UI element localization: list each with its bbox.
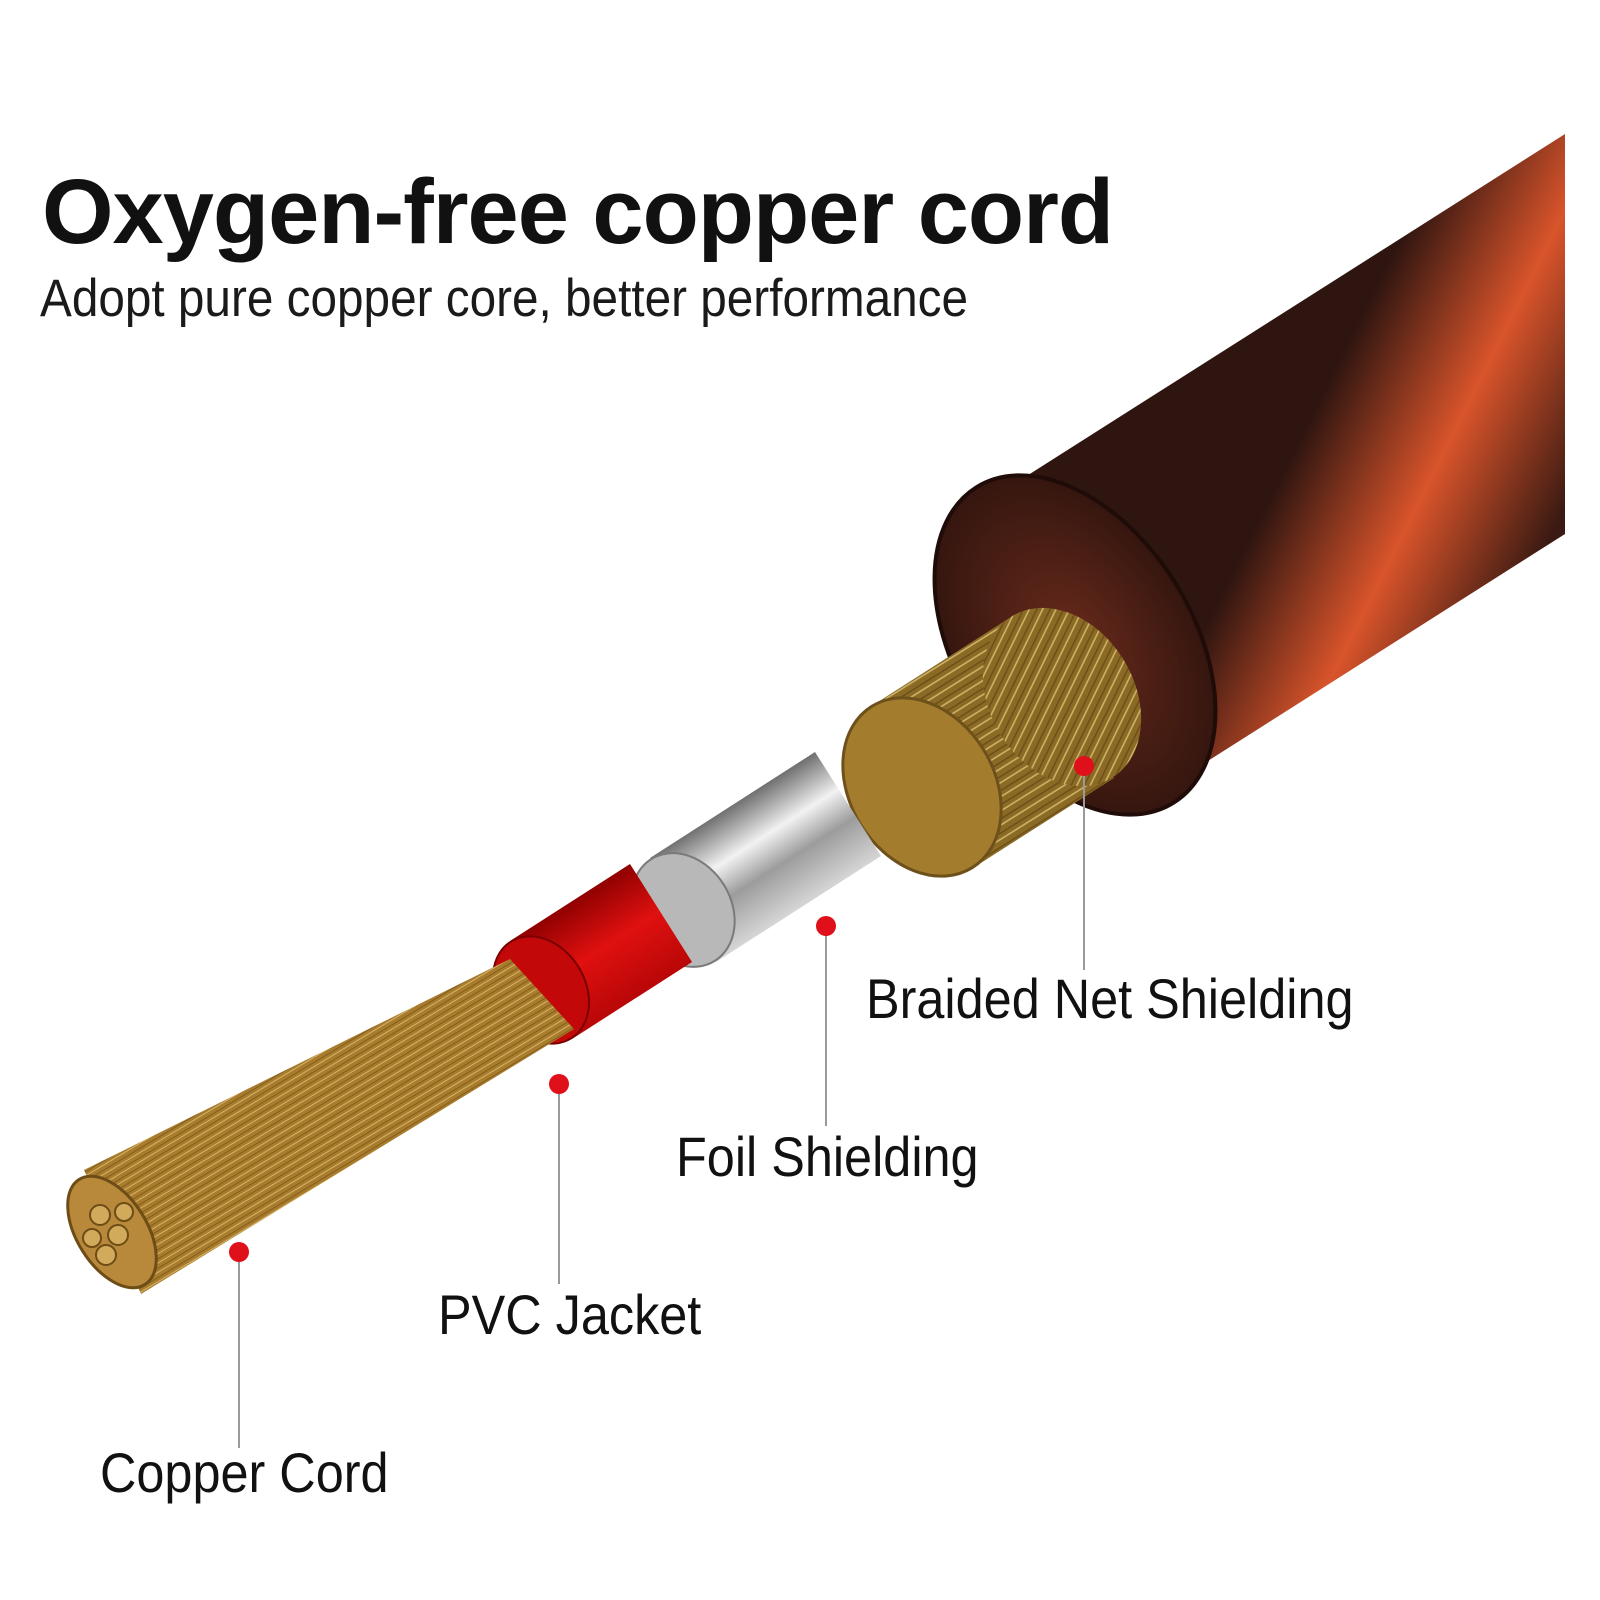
marker-dot-pvc bbox=[549, 1074, 569, 1094]
label-braided-net-shielding: Braided Net Shielding bbox=[866, 967, 1354, 1030]
label-pvc-jacket: PVC Jacket bbox=[438, 1283, 702, 1346]
page-title: Oxygen-free copper cord bbox=[42, 161, 1114, 263]
marker-dot-copper bbox=[229, 1242, 249, 1262]
label-copper-cord: Copper Cord bbox=[100, 1441, 389, 1504]
label-foil-shielding: Foil Shielding bbox=[676, 1125, 979, 1188]
braided-net-shielding bbox=[841, 607, 1142, 878]
marker-dot-foil bbox=[816, 916, 836, 936]
marker-dot-braided bbox=[1074, 756, 1094, 776]
page-subtitle: Adopt pure copper core, better performan… bbox=[40, 269, 969, 328]
copper-cord bbox=[66, 959, 574, 1294]
